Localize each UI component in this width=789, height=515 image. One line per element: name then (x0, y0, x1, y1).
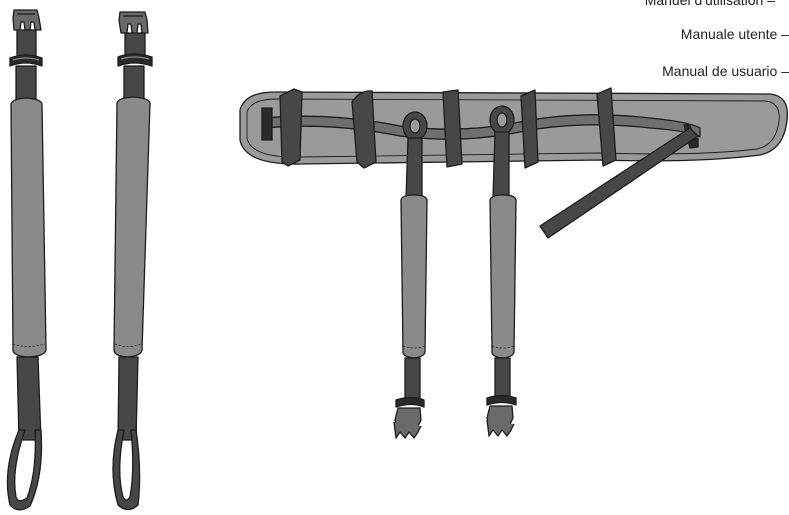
strap-clip-icon (393, 407, 422, 439)
strap-clip-icon (118, 11, 149, 34)
manual-title-list: Manuel d'utilisation – Manuale utente – … (0, 0, 789, 90)
buckle-ring-icon (9, 54, 43, 67)
strap-padding (113, 96, 151, 358)
manual-title-french: Manuel d'utilisation – (644, 0, 775, 8)
strap-padding (489, 194, 517, 359)
waist-belt (239, 87, 789, 239)
manual-title-spanish: Manual de usuario – (662, 63, 789, 79)
manual-title-italian: Manuale utente – (680, 26, 789, 42)
strap-loop-icon (112, 429, 141, 511)
buckle-ring-icon (486, 394, 517, 406)
strap-padding (400, 194, 428, 359)
buckle-ring-icon (395, 396, 425, 408)
strap-loop-icon (6, 429, 43, 511)
strap-clip-icon (12, 9, 42, 31)
strap-clip-icon (486, 405, 515, 437)
buckle-ring-icon (117, 53, 153, 67)
belt-leg-strap-right (486, 131, 517, 437)
strap-padding (10, 97, 47, 358)
leg-strap-left (6, 9, 47, 511)
leg-strap-right (112, 11, 153, 511)
belt-leg-strap-left (393, 137, 428, 439)
